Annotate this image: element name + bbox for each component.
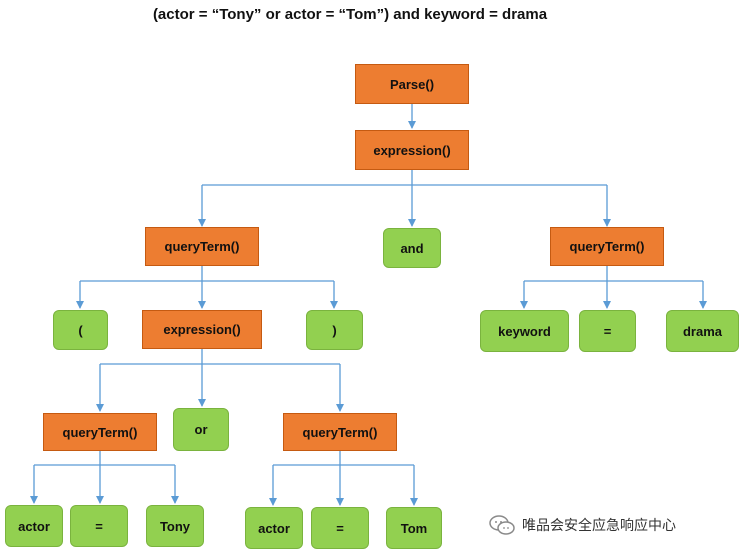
node-expression-inner: expression(): [142, 310, 262, 349]
node-queryterm-tom: queryTerm(): [283, 413, 397, 451]
node-expression-top: expression(): [355, 130, 469, 170]
node-and: and: [383, 228, 441, 268]
node-or: or: [173, 408, 229, 451]
node-eq1: =: [70, 505, 128, 547]
edge-expression-bus: [202, 170, 607, 186]
diagram-title: (actor = “Tony” or actor = “Tom”) and ke…: [152, 6, 548, 23]
watermark: 唯品会安全应急响应中心: [488, 514, 676, 536]
node-rparen: ): [306, 310, 363, 350]
node-queryterm-right: queryTerm(): [550, 227, 664, 266]
node-lparen: (: [53, 310, 108, 350]
node-drama: drama: [666, 310, 739, 352]
node-queryterm-left: queryTerm(): [145, 227, 259, 266]
edge-queryterm-right-bus: [524, 266, 703, 282]
node-eq-keyword: =: [579, 310, 636, 352]
wechat-icon: [489, 515, 515, 535]
node-tony: Tony: [146, 505, 204, 547]
node-tom: Tom: [386, 507, 442, 549]
node-parse: Parse(): [355, 64, 469, 104]
edge-expression-inner-bus: [100, 349, 340, 365]
watermark-text: 唯品会安全应急响应中心: [522, 518, 676, 534]
edge-queryterm-left-bus: [80, 266, 334, 282]
node-actor2: actor: [245, 507, 303, 549]
node-actor1: actor: [5, 505, 63, 547]
edge-queryterm-tony-bus: [34, 451, 175, 466]
edge-queryterm-tom-bus: [273, 451, 414, 466]
node-queryterm-tony: queryTerm(): [43, 413, 157, 451]
node-keyword: keyword: [480, 310, 569, 352]
node-eq2: =: [311, 507, 369, 549]
